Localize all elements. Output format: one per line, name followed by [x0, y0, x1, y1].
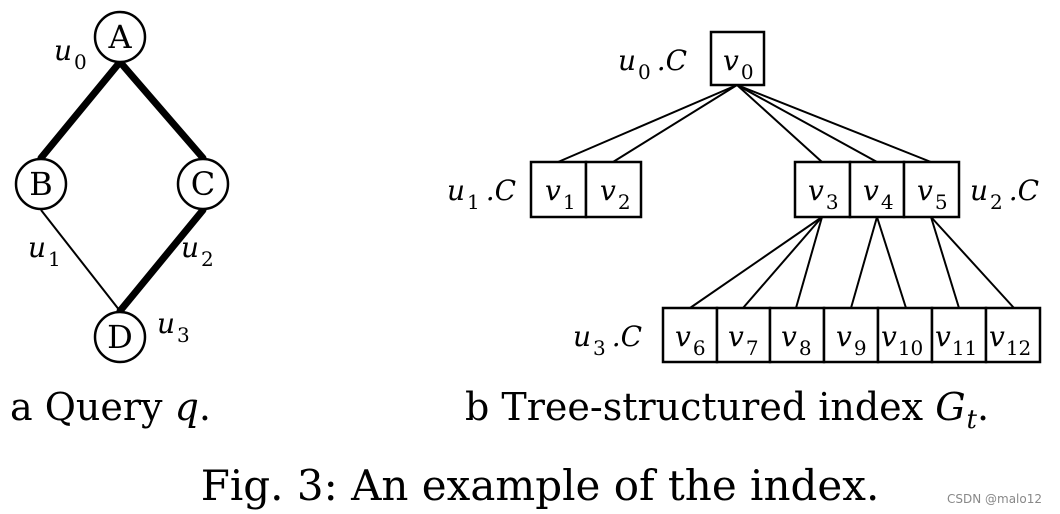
tree-node-v12: v12: [989, 320, 1031, 360]
node-label: B: [29, 165, 53, 203]
figure-caption: Fig. 3: An example of the index.: [201, 461, 880, 510]
svg-text:v0: v0: [723, 44, 754, 84]
node-label: D: [107, 318, 133, 356]
tree-node-v11: v11: [935, 320, 977, 360]
edge-c-d: [116, 206, 207, 315]
node-label: C: [191, 165, 215, 203]
query-node-b: B: [14, 157, 68, 211]
query-caption: a Query q.: [10, 385, 211, 429]
index-caption: b Tree-structured index Gt.: [465, 385, 989, 435]
node-label: A: [107, 18, 132, 56]
tree-node-v10: v10: [881, 320, 923, 360]
tree-edges-level2: [689, 216, 1015, 309]
watermark: CSDN @malo12: [947, 492, 1042, 506]
tree-edges-level1: [557, 84, 932, 163]
edge-b-d: [40, 209, 121, 312]
edge-a-c: [116, 58, 207, 162]
query-node-a: A: [93, 10, 147, 64]
query-node-d: D: [93, 310, 147, 364]
query-node-c: C: [176, 157, 230, 211]
edge-a-b: [37, 58, 124, 162]
